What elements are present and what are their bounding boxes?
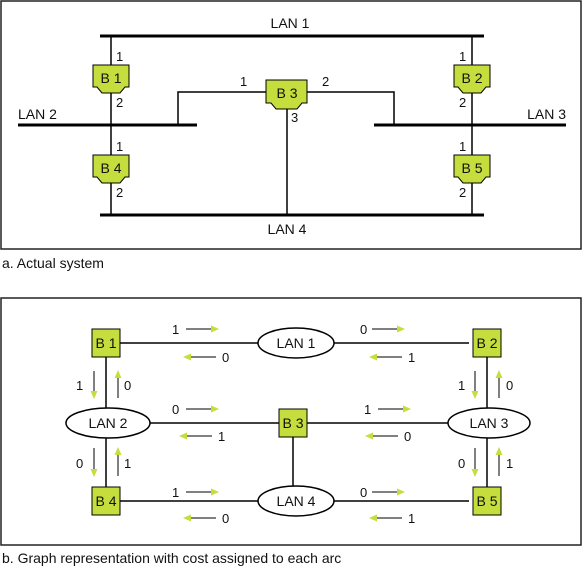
node-b2[interactable]: B 2 — [472, 328, 502, 358]
bridge-b5[interactable]: B 5 — [453, 154, 491, 184]
node-b4[interactable]: B 4 — [91, 486, 121, 516]
svg-text:B 5: B 5 — [476, 493, 497, 509]
panel-a-caption: a. Actual system — [2, 255, 104, 271]
svg-text:3: 3 — [291, 110, 298, 125]
bridge-b2[interactable]: B 2 — [453, 64, 491, 94]
svg-text:1: 1 — [116, 49, 123, 64]
svg-text:0: 0 — [458, 456, 465, 471]
svg-text:1: 1 — [240, 74, 247, 89]
svg-text:1: 1 — [76, 378, 83, 393]
svg-text:LAN 1: LAN 1 — [277, 335, 316, 351]
svg-text:0: 0 — [76, 456, 83, 471]
cost-labels: 1 0 0 1 0 1 1 0 1 0 0 1 1 0 0 1 1 0 0 1 — [76, 322, 513, 526]
node-lan3[interactable]: LAN 3 — [447, 407, 531, 439]
svg-text:B 4: B 4 — [95, 493, 116, 509]
svg-text:1: 1 — [459, 49, 466, 64]
panel-b-caption: b. Graph representation with cost assign… — [2, 550, 342, 566]
bridge-b3[interactable]: B 3 — [265, 79, 308, 110]
svg-text:1: 1 — [116, 139, 123, 154]
svg-text:2: 2 — [459, 185, 466, 200]
bridge-b1[interactable]: B 1 — [92, 64, 130, 94]
svg-text:B 1: B 1 — [100, 70, 121, 86]
svg-text:1: 1 — [172, 485, 179, 500]
lan3-label: LAN 3 — [527, 106, 566, 122]
svg-text:1: 1 — [172, 322, 179, 337]
bridge-b4[interactable]: B 4 — [92, 154, 130, 184]
svg-text:0: 0 — [506, 378, 513, 393]
svg-text:2: 2 — [116, 95, 123, 110]
svg-text:B 2: B 2 — [461, 70, 482, 86]
node-lan1[interactable]: LAN 1 — [257, 327, 335, 359]
svg-text:1: 1 — [218, 429, 225, 444]
svg-text:B 2: B 2 — [476, 335, 497, 351]
svg-text:0: 0 — [124, 378, 131, 393]
svg-text:0: 0 — [222, 511, 229, 526]
svg-text:1: 1 — [408, 511, 415, 526]
panel-a-frame — [0, 0, 582, 250]
lan4-label: LAN 4 — [268, 221, 307, 237]
svg-text:B 4: B 4 — [100, 160, 121, 176]
node-b1[interactable]: B 1 — [91, 328, 121, 358]
svg-text:0: 0 — [404, 429, 411, 444]
node-lan4[interactable]: LAN 4 — [257, 485, 335, 517]
panel-b-frame — [0, 297, 582, 546]
svg-text:B 5: B 5 — [461, 160, 482, 176]
svg-text:0: 0 — [222, 350, 229, 365]
graph-edges — [105, 342, 488, 502]
svg-text:1: 1 — [124, 456, 131, 471]
svg-text:LAN 3: LAN 3 — [470, 415, 509, 431]
svg-text:LAN 4: LAN 4 — [277, 493, 316, 509]
node-lan2[interactable]: LAN 2 — [65, 407, 151, 439]
svg-text:0: 0 — [360, 322, 367, 337]
svg-text:0: 0 — [172, 402, 179, 417]
lan2-label: LAN 2 — [18, 106, 57, 122]
svg-text:2: 2 — [322, 74, 329, 89]
lan1-label: LAN 1 — [271, 15, 310, 31]
svg-text:0: 0 — [360, 485, 367, 500]
svg-text:1: 1 — [458, 378, 465, 393]
cost-arrows — [90, 325, 503, 522]
svg-text:1: 1 — [459, 139, 466, 154]
svg-text:B 1: B 1 — [95, 335, 116, 351]
node-b3[interactable]: B 3 — [278, 408, 308, 438]
svg-text:2: 2 — [459, 95, 466, 110]
svg-text:B 3: B 3 — [276, 85, 297, 101]
port-numbers: 1 2 1 2 1 2 1 2 1 2 3 — [116, 49, 466, 200]
svg-text:LAN 2: LAN 2 — [89, 415, 128, 431]
node-b5[interactable]: B 5 — [472, 486, 502, 516]
svg-text:1: 1 — [408, 350, 415, 365]
svg-text:1: 1 — [364, 402, 371, 417]
svg-text:B 3: B 3 — [282, 415, 303, 431]
svg-text:2: 2 — [116, 185, 123, 200]
svg-text:1: 1 — [506, 456, 513, 471]
